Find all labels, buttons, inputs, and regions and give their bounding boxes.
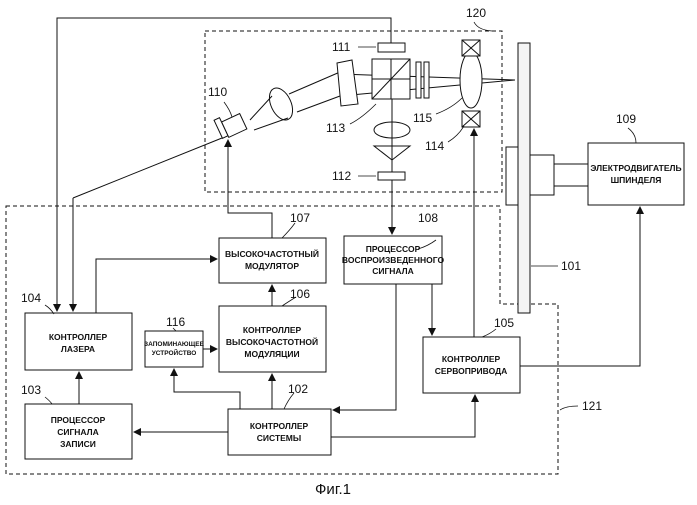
objective-lens-115 [460,52,482,108]
hf-modulator-label-2: МОДУЛЯТОР [245,261,299,271]
ref-116: 116 [166,315,185,329]
spindle-motor-block [588,143,684,205]
record-processor-label-3: ЗАПИСИ [60,439,96,449]
playback-processor-label-1: ПРОЦЕССОР [366,244,421,254]
laser-controller-label-2: ЛАЗЕРА [61,344,95,354]
collimator-lens [250,84,297,130]
disk-101 [518,43,530,313]
servo-controller-block [423,337,520,393]
ref-120: 120 [466,6,486,20]
hf-mod-controller-label-1: КОНТРОЛЛЕР [243,325,302,335]
detector-111 [378,43,405,52]
spindle-shaft [554,164,588,186]
spindle-motor-label-2: ШПИНДЕЛЯ [611,175,662,185]
servo-controller-label-2: СЕРВОПРИВОДА [435,366,508,376]
ref-103: 103 [21,383,41,397]
ref-109: 109 [616,112,636,126]
actuator-coil-top [462,40,480,56]
condenser-lens [374,99,410,172]
ref-102: 102 [288,382,308,396]
ref-114: 114 [425,139,444,153]
prism [337,60,358,106]
waveplate [416,62,429,98]
record-processor-label-2: СИГНАЛА [57,427,99,437]
storage-block [145,331,203,367]
system-controller-label-1: КОНТРОЛЛЕР [250,421,309,431]
beam-splitter-113 [372,59,410,99]
ref-121: 121 [582,399,602,413]
ref-107: 107 [290,211,310,225]
ref-111: 111 [332,40,351,54]
system-controller-block [228,409,331,455]
spindle-hub-right [530,155,554,195]
actuator-coil-114 [462,111,480,127]
optical-head-group-120 [205,31,502,192]
figure-caption: Фиг.1 [315,481,351,498]
servo-controller-label-1: КОНТРОЛЛЕР [442,354,501,364]
ref-110: 110 [208,85,227,99]
detector-112 [378,172,405,180]
ref-108: 108 [418,211,438,225]
ref-101: 101 [561,259,581,273]
storage-label-1: ЗАПОМИНАЮЩЕЕ [144,341,205,348]
ref-105: 105 [494,316,514,330]
ref-104: 104 [21,291,41,305]
ref-113: 113 [326,121,345,135]
storage-label-2: УСТРОЙСТВО [152,348,197,357]
hf-mod-controller-label-3: МОДУЛЯЦИИ [244,349,299,359]
spindle-motor-label-1: ЭЛЕКТРОДВИГАТЕЛЬ [590,163,681,173]
hf-mod-controller-label-2: ВЫСОКОЧАСТОТНОЙ [226,336,318,347]
ref-112: 112 [332,169,351,183]
hf-modulator-label-1: ВЫСОКОЧАСТОТНЫЙ [225,248,319,259]
record-processor-label-1: ПРОЦЕССОР [51,415,106,425]
system-controller-label-2: СИСТЕМЫ [257,433,301,443]
playback-processor-label-2: ВОСПРОИЗВЕДЕННОГО [342,255,445,265]
laser-controller-label-1: КОНТРОЛЛЕР [49,332,108,342]
spindle-hub-left [506,147,518,205]
ref-115: 115 [413,111,432,125]
ref-106: 106 [290,287,310,301]
laser-diode-110 [214,114,247,139]
playback-processor-label-3: СИГНАЛА [372,266,414,276]
